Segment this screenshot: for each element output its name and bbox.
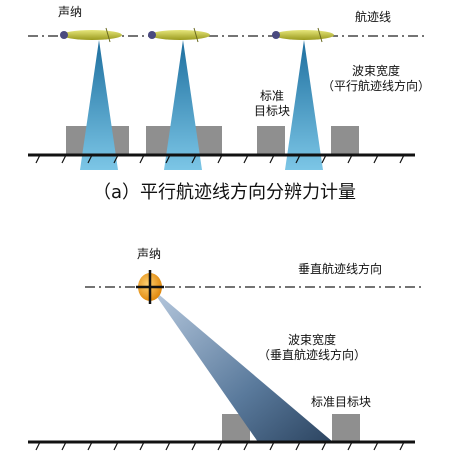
beam-width-label-a: 波束宽度 （平行航迹线方向） [316,64,436,94]
beams-a [80,40,323,170]
target-label-a: 标准 目标块 [247,89,297,119]
beam-cone [285,40,323,170]
ground-hatch-b [35,441,405,451]
beam-cone [80,40,118,170]
sonar-label-a: 声纳 [58,5,83,19]
track-label-a: 航迹线 [355,10,392,24]
target-block [331,126,359,154]
beam-cone [164,40,202,170]
caption-a: （a）平行航迹线方向分辨力计量 [92,182,357,203]
sonar-cross-section [136,270,164,304]
beam-width-label-b-line1: 波束宽度 [287,333,336,347]
beam-width-label-b-line2: （垂直航迹线方向） [257,348,366,362]
sonar-label-b: 声纳 [137,247,162,261]
ground-hatch-a [35,154,405,164]
target-label-b: 标准目标块 [311,395,372,409]
target-block [257,126,285,154]
beam-width-label-b: 波束宽度 （垂直航迹线方向） [247,333,377,363]
target-block [332,414,360,442]
sonar-towfish [272,27,334,43]
sonar-towfish [60,27,122,43]
target-label-a-line2: 目标块 [253,104,290,118]
beam-width-label-a-line1: 波束宽度 [351,64,400,78]
target-blocks-b [222,414,360,442]
beam-width-label-a-line2: （平行航迹线方向） [321,79,430,93]
track-label-b: 垂直航迹线方向 [298,262,383,276]
sonar-towfish [148,27,210,43]
target-label-a-line1: 标准 [259,89,284,103]
beam-cone-b [150,287,333,442]
